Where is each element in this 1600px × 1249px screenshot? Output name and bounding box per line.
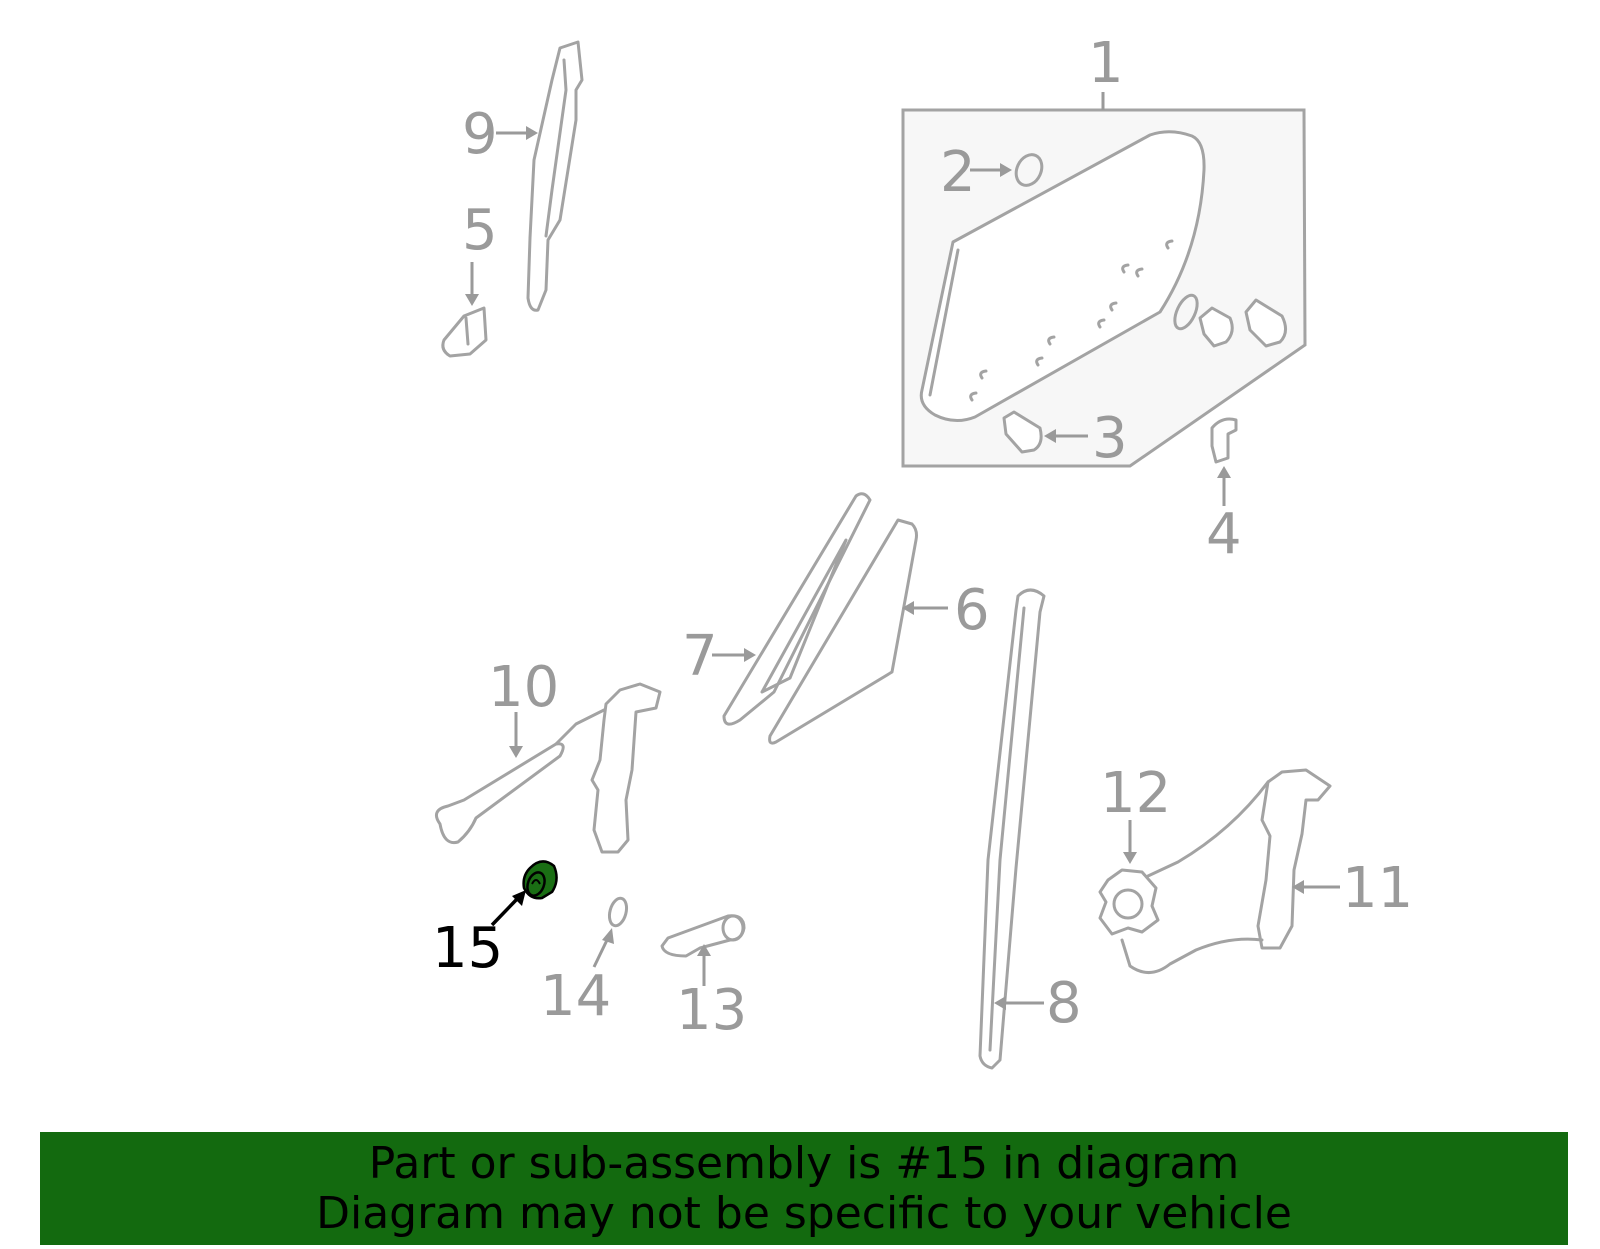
callout-11: 11 (1342, 856, 1413, 921)
arrowhead-14 (602, 928, 614, 944)
part-7-inner (760, 538, 848, 694)
part-11-rail (1256, 768, 1332, 950)
leader-15 (490, 896, 520, 927)
part-8-inner (988, 606, 1026, 1052)
glass-clips (969, 239, 1174, 402)
door-glass-edge (928, 248, 960, 397)
leader-14 (592, 937, 610, 968)
part-11-cable-upper (1146, 780, 1270, 878)
callout-1: 1 (1088, 31, 1124, 96)
part-14[interactable] (592, 896, 629, 968)
part-9-inner (544, 58, 568, 238)
part-3-bushing (1002, 410, 1043, 454)
part-4-clip (1210, 417, 1238, 464)
part-11-cable-lower (1120, 937, 1264, 974)
arrowhead-5 (465, 294, 479, 306)
part-6-quarter-glass (768, 518, 918, 745)
arrowhead-7 (744, 648, 756, 662)
grommet-right (1173, 293, 1199, 331)
part-7[interactable] (712, 492, 872, 726)
part-11[interactable] (1120, 768, 1340, 974)
part-1-glass-assembly[interactable] (901, 92, 1307, 468)
part-10-regulator-arm (434, 742, 565, 845)
callout-15: 15 (432, 916, 503, 981)
bushing-right-1 (1198, 306, 1234, 348)
callout-3: 3 (1092, 406, 1128, 471)
callout-2: 2 (940, 140, 976, 205)
part-5-bracket-fold (464, 316, 470, 346)
arrowhead-8 (994, 996, 1006, 1010)
arrowhead-2 (1000, 163, 1012, 177)
door-glass (919, 130, 1206, 422)
callout-10: 10 (488, 655, 559, 720)
part-12-motor-gear (1112, 888, 1144, 920)
part-8-run-channel (978, 588, 1046, 1070)
arrowhead-13 (697, 944, 711, 956)
arrowhead-4 (1217, 466, 1231, 478)
part-14-washer (607, 896, 629, 928)
part-15-highlighted[interactable] (490, 860, 558, 927)
part-3[interactable] (1002, 410, 1088, 454)
part-10[interactable] (434, 682, 662, 854)
part-2-grommet (1014, 153, 1044, 187)
callout-6: 6 (954, 578, 990, 643)
callout-9: 9 (462, 102, 498, 167)
info-banner: Part or sub-assembly is #15 in diagram D… (40, 1132, 1568, 1245)
arrowhead-6 (902, 601, 914, 615)
part-8[interactable] (978, 588, 1046, 1070)
part-7-glass-frame (722, 492, 872, 726)
banner-line-2: Diagram may not be specific to your vehi… (316, 1187, 1292, 1239)
callout-5: 5 (462, 198, 498, 263)
callout-4: 4 (1206, 502, 1242, 567)
part-10-rail (590, 682, 662, 854)
callout-7: 7 (682, 624, 718, 689)
part-4[interactable] (1210, 417, 1238, 506)
callout-14: 14 (540, 964, 611, 1029)
part-9[interactable] (496, 40, 584, 312)
arrowhead-9 (526, 126, 538, 140)
arrowhead-10 (509, 746, 523, 758)
arrowhead-11 (1292, 880, 1304, 894)
part-5[interactable] (441, 262, 488, 358)
callout-13: 13 (676, 978, 747, 1043)
part-2[interactable] (970, 150, 1047, 189)
part-13[interactable] (660, 914, 746, 986)
callout-12: 12 (1100, 761, 1171, 826)
banner-line-1: Part or sub-assembly is #15 in diagram (368, 1137, 1240, 1189)
part-15-bushing-hole (531, 879, 541, 885)
part-10-cable (554, 708, 606, 746)
part-15-bushing-face (526, 871, 546, 897)
callout-8: 8 (1046, 971, 1082, 1036)
arrowhead-15 (512, 890, 526, 906)
part-12[interactable] (1098, 820, 1160, 936)
part-13-end (721, 914, 745, 942)
part-5-bracket (441, 306, 488, 358)
part-6[interactable] (768, 518, 948, 745)
arrowhead-3 (1044, 429, 1056, 443)
arrowhead-12 (1123, 852, 1137, 864)
bushing-right-2 (1244, 298, 1287, 348)
part-12-motor (1098, 868, 1160, 936)
